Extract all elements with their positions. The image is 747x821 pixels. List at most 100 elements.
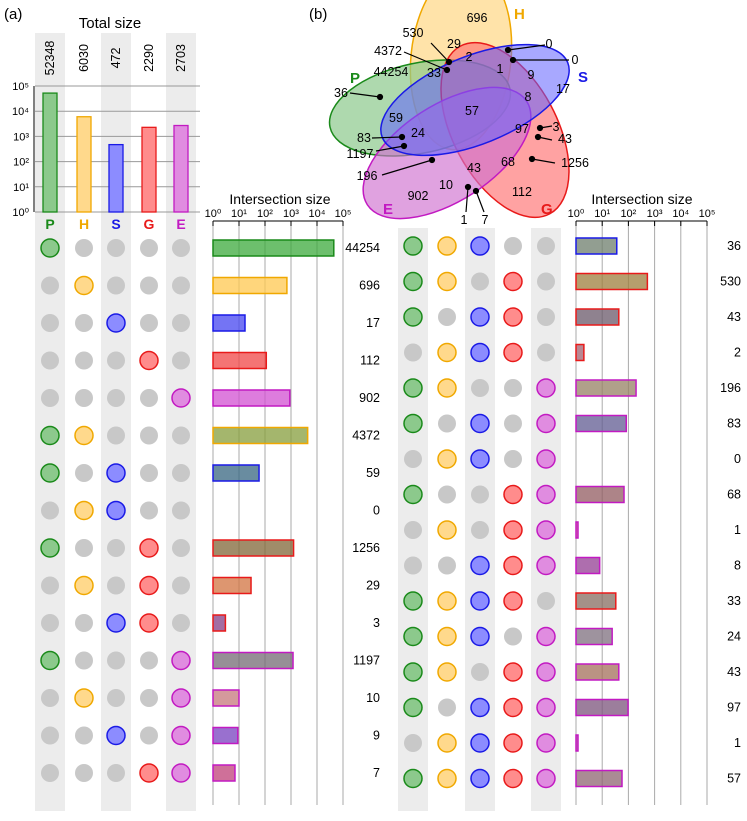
matrix-dot-inactive [75, 389, 93, 407]
intersection-x-tick-label: 10⁴ [309, 208, 326, 220]
matrix-dot-inactive [75, 351, 93, 370]
matrix-dot-inactive [537, 237, 555, 255]
matrix-dot-active [403, 697, 423, 718]
venn-label-g: G [541, 201, 553, 218]
intersection-bar [575, 592, 617, 610]
matrix-dot-active [171, 763, 191, 783]
matrix-dot-inactive [75, 726, 93, 745]
matrix-dot-inactive [140, 389, 158, 407]
matrix-dot-inactive [107, 389, 125, 407]
matrix-dot-inactive [107, 689, 125, 707]
total-size-bar [141, 126, 157, 213]
matrix-dot-active [74, 275, 94, 296]
intersection-bar [575, 343, 585, 362]
intersection-bar [212, 726, 239, 745]
venn-region-label: 1 [497, 62, 504, 76]
venn-diagram: H P S E G 696 530 29 2 0 4372 33 1 0 442… [328, 0, 589, 227]
venn-label-s: S [578, 69, 588, 86]
matrix-dot-active [74, 425, 94, 446]
intersection-value-label: 33 [727, 594, 741, 608]
matrix-dot-active [503, 591, 523, 611]
total-y-tick-label: 10⁵ [12, 81, 29, 93]
matrix-dot-active [106, 463, 126, 483]
matrix-dot-inactive [41, 614, 59, 632]
venn-label-p: P [350, 70, 360, 87]
matrix-dot-inactive [404, 521, 422, 539]
intersection-value-label: 9 [373, 729, 380, 743]
intersection-x-tick-label: 10⁰ [205, 208, 222, 220]
matrix-dot-active [536, 520, 556, 540]
intersection-bar [575, 308, 620, 326]
matrix-dot-inactive [140, 239, 158, 257]
matrix-dot-inactive [41, 576, 59, 595]
intersection-bar [575, 272, 649, 291]
matrix-dot-active [437, 591, 457, 611]
intersection-value-label: 8 [734, 559, 741, 573]
intersection-bar [212, 276, 288, 295]
matrix-dot-inactive [438, 556, 456, 575]
intersection-x-tick-label: 10² [620, 208, 636, 220]
matrix-dot-active [503, 307, 523, 327]
venn-region-label: 10 [439, 178, 453, 192]
matrix-dot-inactive [41, 314, 59, 332]
matrix-dot-inactive [140, 501, 158, 520]
matrix-dot-inactive [504, 414, 522, 433]
matrix-dot-active [503, 342, 523, 363]
matrix-dot-inactive [471, 379, 489, 397]
total-size-value-label: 52348 [43, 41, 57, 76]
intersection-value-label: 36 [727, 239, 741, 253]
matrix-dot-active [40, 238, 60, 258]
matrix-dot-active [470, 697, 490, 718]
intersection-size-title-b: Intersection size [591, 191, 692, 207]
matrix-dot-inactive [404, 556, 422, 575]
intersection-x-tick-label: 10² [257, 208, 273, 220]
venn-region-label: 97 [515, 122, 529, 136]
matrix-dot-inactive [140, 651, 158, 670]
intersection-x-tick-label: 10⁵ [699, 208, 716, 220]
matrix-dot-active [437, 768, 457, 789]
matrix-dot-inactive [438, 698, 456, 717]
matrix-dot-inactive [172, 426, 190, 445]
total-size-title: Total size [79, 15, 142, 32]
matrix-dot-inactive [75, 464, 93, 482]
matrix-dot-active [470, 342, 490, 363]
intersection-value-label: 10 [366, 691, 380, 705]
intersection-x-tick-label: 10⁴ [672, 208, 689, 220]
matrix-dot-active [171, 388, 191, 408]
matrix-dot-inactive [537, 592, 555, 610]
matrix-dot-active [536, 378, 556, 398]
venn-region-label: 112 [512, 185, 532, 199]
matrix-dot-inactive [41, 501, 59, 520]
intersection-value-label: 112 [360, 354, 380, 368]
venn-region-label: 68 [501, 155, 515, 169]
venn-region-label: 36 [334, 86, 348, 100]
venn-label-e: E [383, 201, 393, 218]
matrix-dot-active [106, 613, 126, 633]
matrix-dot-active [403, 271, 423, 292]
matrix-dot-inactive [172, 314, 190, 332]
matrix-dot-inactive [107, 576, 125, 595]
venn-region-label: 696 [467, 11, 488, 25]
matrix-dot-inactive [504, 379, 522, 397]
intersection-x-tick-label: 10³ [283, 208, 299, 220]
matrix-dot-active [40, 425, 60, 446]
matrix-dot-active [139, 350, 159, 371]
intersection-bar [575, 663, 620, 681]
matrix-dot-inactive [107, 651, 125, 670]
venn-region-label: 33 [427, 66, 441, 80]
total-size-bar [76, 116, 92, 213]
matrix-dot-active [536, 768, 556, 789]
intersection-bar [575, 379, 637, 397]
matrix-dot-active [470, 733, 490, 753]
matrix-dot-active [503, 484, 523, 505]
matrix-dot-inactive [75, 651, 93, 670]
intersection-bar [212, 614, 227, 632]
matrix-dot-inactive [75, 239, 93, 257]
intersection-size-title-a: Intersection size [229, 191, 330, 207]
matrix-dot-active [503, 768, 523, 789]
matrix-dot-active [536, 697, 556, 718]
matrix-dot-inactive [172, 351, 190, 370]
